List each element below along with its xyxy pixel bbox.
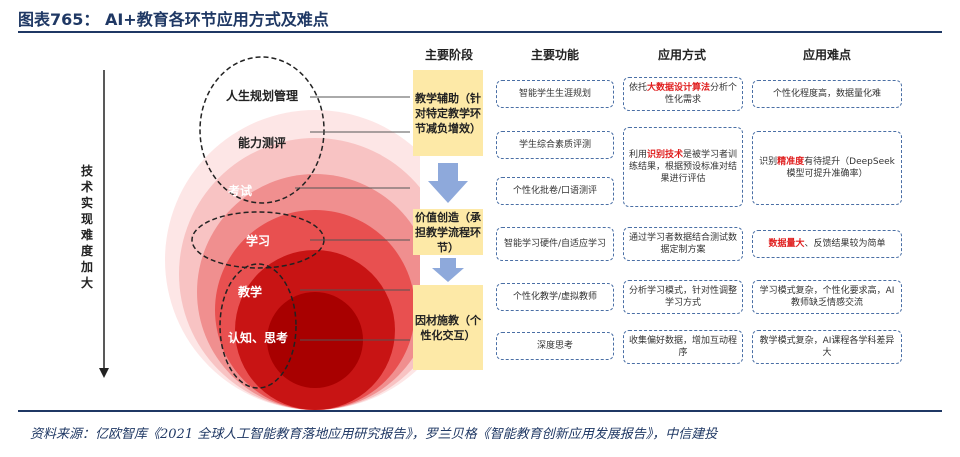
- method-2-post: 是被学习者训练结果，根据预设标准对结果进行评估: [628, 150, 738, 184]
- label-teaching: 教学: [237, 284, 262, 299]
- difficulty-box-quantify: 个性化程度高，数据量化难: [752, 80, 902, 108]
- label-exam: 考试: [228, 183, 252, 198]
- difficulty-2-post: 有待提升（DeepSeek模型可提升准确率）: [786, 157, 895, 179]
- stage-personalized: 因材施教（个性化交互）: [413, 285, 483, 370]
- ellipse-planning: [199, 56, 325, 204]
- difficulty-axis-label: 技术实现难度加大: [80, 164, 93, 290]
- difficulty-3-post: 、反馈结果较为简单: [804, 239, 886, 249]
- stage-value-creation: 价值创造（承担教学流程环节）: [413, 209, 483, 255]
- concentric-circles-diagram: 人生规划管理 能力测评 考试 学习 教学 认知、思考: [165, 56, 420, 410]
- method-box-preference: 收集偏好数据，增加互动程序: [623, 330, 743, 364]
- stage-arrow-1: [428, 163, 468, 203]
- label-cognition: 认知、思考: [228, 330, 288, 345]
- label-study: 学习: [246, 233, 270, 248]
- header-difficulty: 应用难点: [802, 48, 851, 62]
- label-life-planning: 人生规划管理: [226, 88, 298, 103]
- source-note: 资料来源：亿欧智库《2021 全球人工智能教育落地应用研究报告》，罗兰贝格《智能…: [30, 427, 718, 442]
- difficulty-box-subject-diff: 教学模式复杂，AI课程各学科差异大: [752, 330, 902, 364]
- method-1-highlight: 大数据设计算法: [646, 83, 710, 93]
- header-stage: 主要阶段: [424, 48, 473, 62]
- function-box-virtual-teacher: 个性化教学/虚拟教师: [496, 283, 614, 311]
- method-box-learning-mode: 分析学习模式，针对性调整学习方式: [623, 280, 743, 314]
- method-1-pre: 依托: [628, 83, 647, 93]
- stage-arrow-2: [432, 258, 464, 282]
- function-box-career-planning: 智能学生生涯规划: [496, 80, 614, 108]
- function-box-quality-eval: 学生综合素质评测: [496, 131, 614, 159]
- difficulty-axis-arrow: [99, 70, 109, 378]
- method-2-highlight: 识别技术: [646, 150, 683, 160]
- difficulty-box-data-volume: 数据量大、反馈结果较为简单: [752, 230, 902, 258]
- figure-title: 图表765： AI+教育各环节应用方式及难点: [18, 10, 329, 29]
- difficulty-box-emotion: 学习模式复杂，个性化要求高，AI教师缺乏情感交流: [752, 280, 902, 314]
- bottom-rule: [18, 410, 942, 412]
- difficulty-2-pre: 识别: [759, 157, 778, 167]
- function-box-grading: 个性化批卷/口语测评: [496, 177, 614, 205]
- function-box-deep-thinking: 深度思考: [496, 332, 614, 360]
- top-rule: [18, 31, 942, 33]
- difficulty-2-highlight: 精准度: [777, 157, 805, 167]
- header-method: 应用方式: [657, 48, 706, 62]
- label-ability-test: 能力测评: [238, 135, 286, 150]
- method-box-custom-plan: 通过学习者数据结合测试数据定制方案: [623, 227, 743, 261]
- label-cognition-text: 认知、思考: [228, 330, 288, 345]
- stage-teaching-assist: 教学辅助（针对特定教学环节减负增效）: [413, 70, 483, 156]
- method-box-recognition: 利用识别技术是被学习者训练结果，根据预设标准对结果进行评估: [623, 127, 743, 207]
- ellipse-teaching: [219, 263, 297, 389]
- method-1-post: 分析个性化需求: [664, 83, 738, 105]
- header-function: 主要功能: [530, 48, 579, 62]
- function-box-smart-hardware: 智能学习硬件/自适应学习: [496, 227, 614, 261]
- difficulty-3-highlight: 数据量大: [768, 239, 805, 249]
- difficulty-box-accuracy: 识别精准度有待提升（DeepSeek模型可提升准确率）: [752, 131, 902, 205]
- method-2-pre: 利用: [628, 150, 647, 160]
- method-box-big-data: 依托大数据设计算法分析个性化需求: [623, 77, 743, 111]
